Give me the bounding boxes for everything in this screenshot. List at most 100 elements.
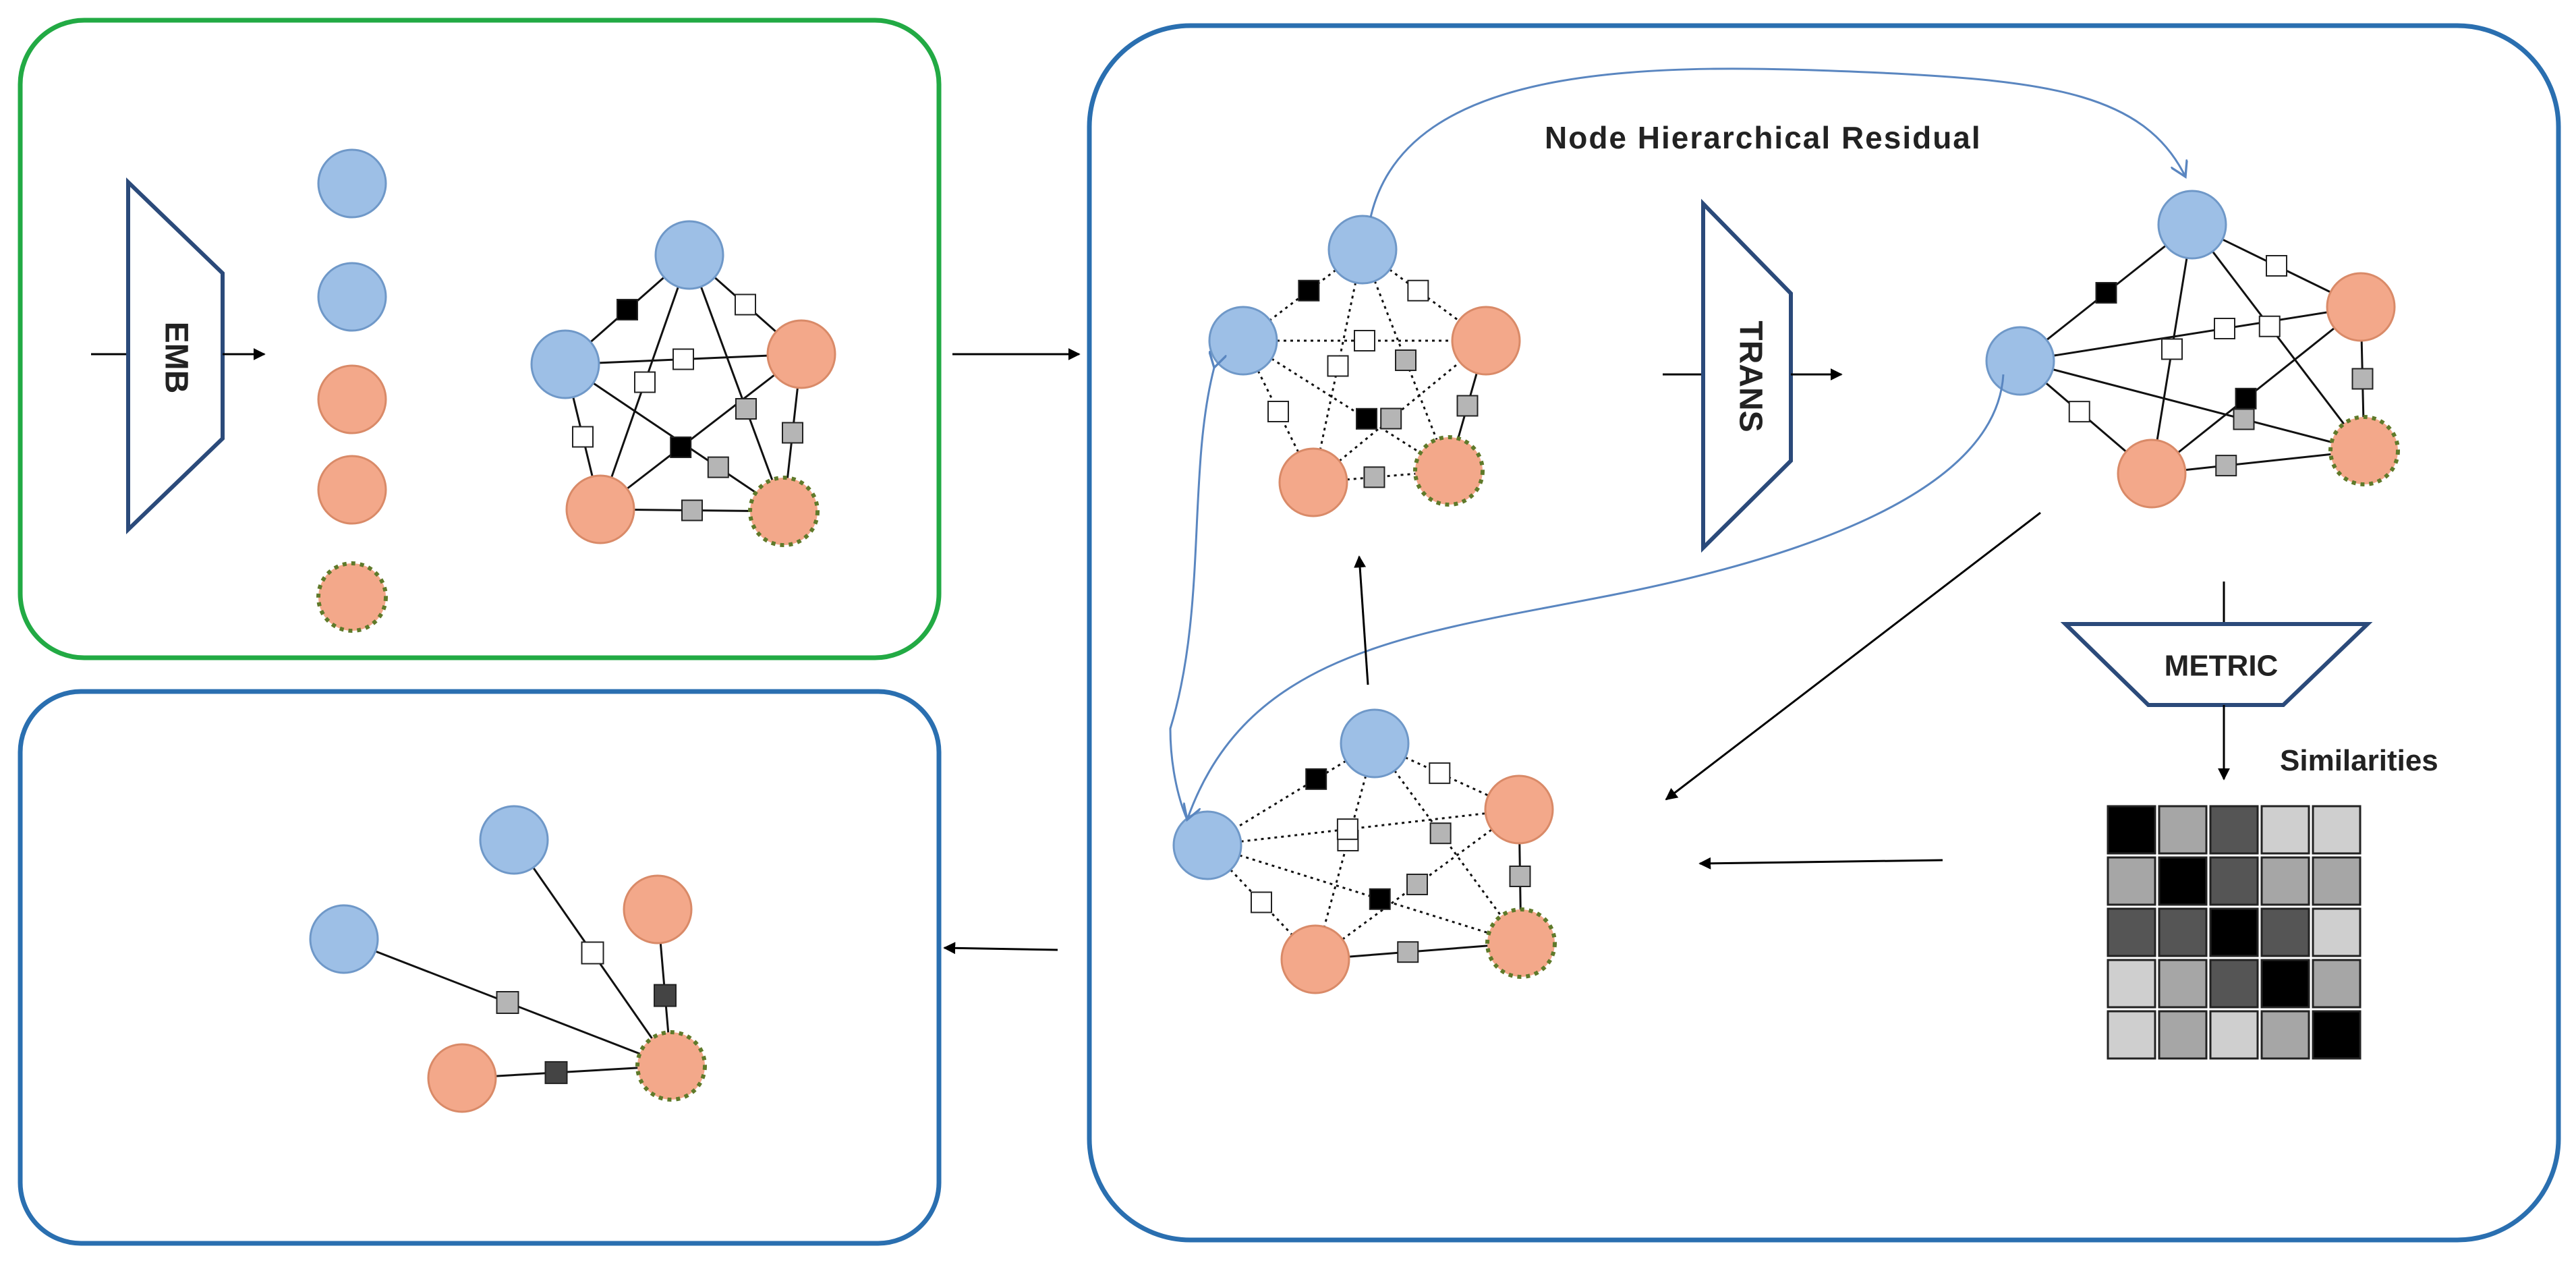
graph-node-orange (565, 474, 635, 544)
edge-weight-square (735, 398, 757, 420)
graph-node-blue (530, 329, 600, 399)
edge-weight-square (544, 1061, 568, 1084)
graph-edge (688, 254, 785, 512)
graph-edge (1361, 249, 1450, 472)
embedding-node-blue (317, 262, 387, 332)
trans-block (1701, 198, 1793, 553)
graph-edge (600, 353, 802, 511)
edge-weight-square (1406, 874, 1428, 895)
edge-weight-square (1407, 279, 1429, 302)
residual-curve-bottom (1187, 374, 2005, 820)
edge-weight-square (672, 348, 694, 370)
graph-node-query (748, 476, 820, 547)
graph-edge (1315, 808, 1520, 961)
graph-node-orange (1451, 306, 1521, 376)
emb-block (126, 177, 225, 535)
embedding-node-query (316, 561, 388, 633)
edge-weight-square (1336, 818, 1358, 841)
similarity-cell (2158, 1010, 2208, 1060)
edge-weight-square (1327, 355, 1349, 377)
edge-weight-square (572, 426, 594, 448)
initial-graph (530, 220, 836, 547)
similarity-arrow-to-graph (1698, 857, 1943, 870)
emb-label: EMB (158, 322, 194, 394)
graph-edge (1207, 844, 1522, 944)
similarity-cell (2312, 959, 2362, 1009)
graph-node-blue (1327, 215, 1398, 285)
edge-weight-square (1369, 888, 1391, 910)
similarity-cell (2107, 959, 2156, 1009)
similarity-cell (2107, 805, 2156, 855)
edge-weight-square (2095, 282, 2117, 304)
similarity-cell (2260, 959, 2310, 1009)
similarity-cell (2107, 856, 2156, 906)
graph-node-blue (654, 220, 724, 290)
similarity-cell (2209, 907, 2259, 957)
edge-weight-square (1395, 349, 1416, 371)
update-arrow-to-graph (1665, 511, 2041, 801)
similarity-cell (2260, 805, 2310, 855)
graph-node-blue (1172, 810, 1242, 880)
edge-weight-square (2161, 338, 2183, 360)
similarity-cell (2260, 1010, 2310, 1060)
metric-label: METRIC (2165, 650, 2279, 683)
edge-weight-square (782, 422, 803, 444)
similarity-cell (2158, 959, 2208, 1009)
graph-updated-edges (1172, 708, 1557, 994)
edge-weight-square (735, 293, 756, 316)
similarity-cell (2260, 907, 2310, 957)
embedding-node-blue (317, 148, 387, 219)
edge-weight-square (2235, 387, 2257, 409)
graph-node-orange (1280, 924, 1350, 994)
graph-node-blue (1985, 326, 2055, 396)
similarity-cell (2260, 856, 2310, 906)
similarity-cell (2158, 805, 2208, 855)
residual-label: Node Hierarchical Residual (1545, 120, 1982, 155)
residual-curve-top (1369, 67, 2185, 218)
similarity-cell (2312, 1010, 2362, 1060)
graph-node-blue (479, 805, 549, 875)
graph-edge (2191, 224, 2366, 451)
edge-weight-square (654, 984, 677, 1007)
edge-weight-square (2351, 368, 2374, 390)
graph-node-query (635, 1030, 707, 1102)
graph-node-blue (2157, 190, 2227, 260)
output-panel (18, 689, 942, 1246)
metric-block (2060, 622, 2373, 707)
embedding-panel (18, 18, 942, 660)
graph-node-orange (1484, 774, 1554, 845)
embedding-node-orange (317, 455, 387, 525)
similarity-cell (2158, 907, 2208, 957)
graph-edge (1207, 808, 1520, 847)
output-flow-arrow (943, 942, 1058, 955)
similarity-cell (2312, 907, 2362, 957)
graph-node-blue (1340, 708, 1410, 779)
trans-label: TRANS (1732, 320, 1768, 432)
similarity-matrix (2107, 805, 2362, 1060)
similarity-cell (2209, 856, 2259, 906)
iterate-arrow-up (1354, 555, 1369, 685)
similarity-cell (2209, 1010, 2259, 1060)
graph-node-orange (2326, 272, 2396, 342)
graph-node-query (2328, 415, 2400, 486)
edge-weight-square (2233, 408, 2255, 430)
edge-weight-square (1354, 330, 1375, 351)
graph-node-orange (766, 319, 836, 389)
similarity-cell (2312, 805, 2362, 855)
similarity-cell (2107, 1010, 2156, 1060)
graph-node-orange (1278, 447, 1348, 517)
edge-weight-square (2068, 401, 2090, 423)
graph-edge (1242, 339, 1450, 472)
edge-weight-square (1356, 407, 1377, 430)
residual-curve-left (1169, 368, 1214, 820)
edge-weight-square (2215, 455, 2237, 477)
graph-node-query (1413, 435, 1485, 507)
similarity-cell (2209, 959, 2259, 1009)
edge-weight-square (1380, 407, 1402, 430)
query-star-graph (309, 805, 707, 1113)
edge-weight-square (1429, 762, 1451, 785)
similarity-cell (2312, 856, 2362, 906)
graph-node-query (1485, 907, 1557, 979)
similarity-cell (2158, 856, 2208, 906)
